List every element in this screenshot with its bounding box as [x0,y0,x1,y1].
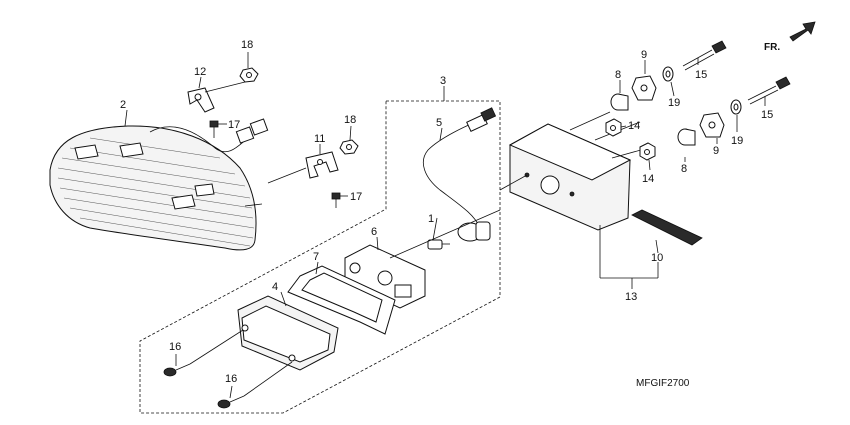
collar-8-upper [610,93,629,111]
callout-19-upper: 19 [668,97,680,109]
screw-16-lower [217,361,293,409]
leader-lines [124,52,766,399]
callout-16-lower: 16 [225,373,237,385]
front-direction-arrow: FR. [764,21,816,53]
screw-17-lower [331,192,341,208]
screw-16-upper [163,329,244,377]
callout-18-lower: 18 [344,114,356,126]
screw-17-upper [209,120,219,138]
bolt-15-upper [682,40,727,71]
callout-9-upper: 9 [641,49,647,61]
callouts: 1 2 3 4 5 6 7 8 8 9 9 10 11 12 13 14 14 … [120,39,773,385]
callout-16-upper: 16 [169,341,181,353]
collar-8-lower [677,128,696,146]
callout-18-upper: 18 [241,39,253,51]
callout-14-lower: 14 [642,173,654,185]
diagram-code: MFGIF2700 [636,378,690,389]
taillight-lens [49,125,263,251]
callout-17-upper: 17 [228,119,240,131]
callout-4: 4 [272,281,278,293]
callout-13: 13 [625,291,637,303]
callout-8-lower: 8 [681,163,687,175]
rubber-9-lower [699,112,725,138]
washer-19-lower [730,99,742,115]
nut-18-upper [239,67,259,83]
license-light-housing-13 [499,111,649,231]
callout-3: 3 [440,75,446,87]
rubber-9-upper [631,75,657,101]
bulb-1 [427,239,450,250]
callout-15-upper: 15 [695,69,707,81]
gasket-7 [287,265,396,335]
clamp-11 [267,151,339,184]
callout-11: 11 [314,133,325,145]
callout-5: 5 [436,117,442,129]
washer-19-upper [662,66,674,82]
callout-19-lower: 19 [731,135,743,147]
nut-18-lower [339,139,359,155]
callout-2: 2 [120,99,126,111]
callout-12: 12 [194,66,206,78]
socket-harness-5 [423,107,497,242]
nut-14-upper [605,118,622,137]
assembly-boundary-3 [139,100,501,414]
callout-14-upper: 14 [628,120,640,132]
callout-1: 1 [428,213,434,225]
callout-7: 7 [313,251,319,263]
lens-cover-4 [237,295,339,371]
nut-14-lower [639,142,656,161]
callout-9-lower: 9 [713,145,719,157]
reflector-10 [631,209,703,246]
lens-harness [149,118,269,153]
clamp-12 [187,81,246,113]
callout-15-lower: 15 [761,109,773,121]
callout-17-lower: 17 [350,191,362,203]
callout-8-upper: 8 [615,69,621,81]
callout-6: 6 [371,226,377,238]
front-arrow-label: FR. [764,42,780,53]
callout-10: 10 [651,252,663,264]
bolt-15-lower [747,76,791,105]
